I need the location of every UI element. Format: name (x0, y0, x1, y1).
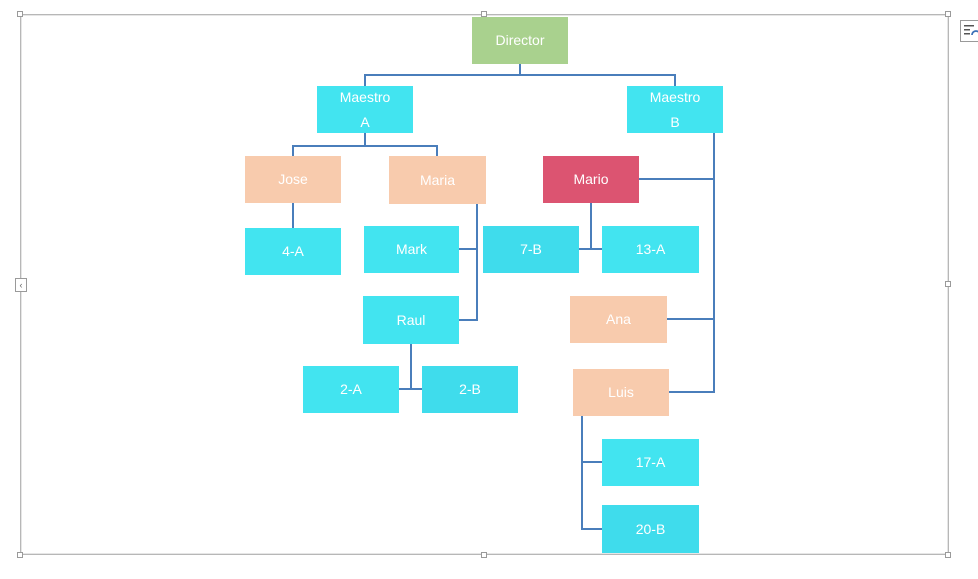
node-jose[interactable]: Jose (245, 156, 341, 203)
node-2b[interactable]: 2-B (422, 366, 518, 413)
node-label: Mario (573, 171, 609, 187)
node-label: Mark (395, 241, 428, 257)
node-7b[interactable]: 7-B (483, 226, 579, 273)
node-17a[interactable]: 17-A (602, 439, 699, 486)
resize-handle-top-right[interactable] (945, 11, 951, 17)
resize-handle-top[interactable] (481, 11, 487, 17)
node-label: 2-A (340, 381, 362, 397)
chevron-left-icon[interactable]: ‹ (15, 278, 27, 292)
resize-handle-right[interactable] (945, 281, 951, 287)
node-mark[interactable]: Mark (364, 226, 459, 273)
node-label: 7-B (520, 241, 542, 257)
node-label: Raul (396, 311, 426, 328)
node-label: Jose (278, 171, 308, 187)
resize-handle-bottom-left[interactable] (17, 552, 23, 558)
resize-handle-bottom[interactable] (481, 552, 487, 558)
node-label: Ana (606, 311, 631, 327)
resize-handle-bottom-right[interactable] (945, 552, 951, 558)
node-label: Maestro (339, 88, 391, 105)
node-label: 2-B (459, 381, 481, 397)
node-maestro-a[interactable]: Maestro A (317, 86, 413, 133)
resize-handle-top-left[interactable] (17, 11, 23, 17)
node-2a[interactable]: 2-A (303, 366, 399, 413)
node-director[interactable]: Director (472, 17, 568, 64)
layout-options-icon[interactable] (960, 20, 978, 42)
node-label: B (670, 113, 680, 130)
node-maestro-b[interactable]: Maestro B (627, 86, 723, 133)
node-label: A (360, 113, 370, 130)
node-mario[interactable]: Mario (543, 156, 639, 203)
node-label: 4-A (282, 243, 304, 259)
node-label: Maestro (649, 88, 701, 105)
node-13a[interactable]: 13-A (602, 226, 699, 273)
node-label: 20-B (635, 520, 666, 537)
node-luis[interactable]: Luis (573, 369, 669, 416)
node-raul[interactable]: Raul (363, 296, 459, 344)
node-ana[interactable]: Ana (570, 296, 667, 343)
node-label: 17-A (635, 454, 666, 470)
node-label: 13-A (635, 241, 666, 257)
node-label: Director (495, 32, 545, 48)
node-label: Maria (419, 171, 455, 188)
node-maria[interactable]: Maria (389, 156, 486, 204)
node-label: Luis (608, 384, 634, 400)
node-4a[interactable]: 4-A (245, 228, 341, 275)
node-20b[interactable]: 20-B (602, 505, 699, 553)
